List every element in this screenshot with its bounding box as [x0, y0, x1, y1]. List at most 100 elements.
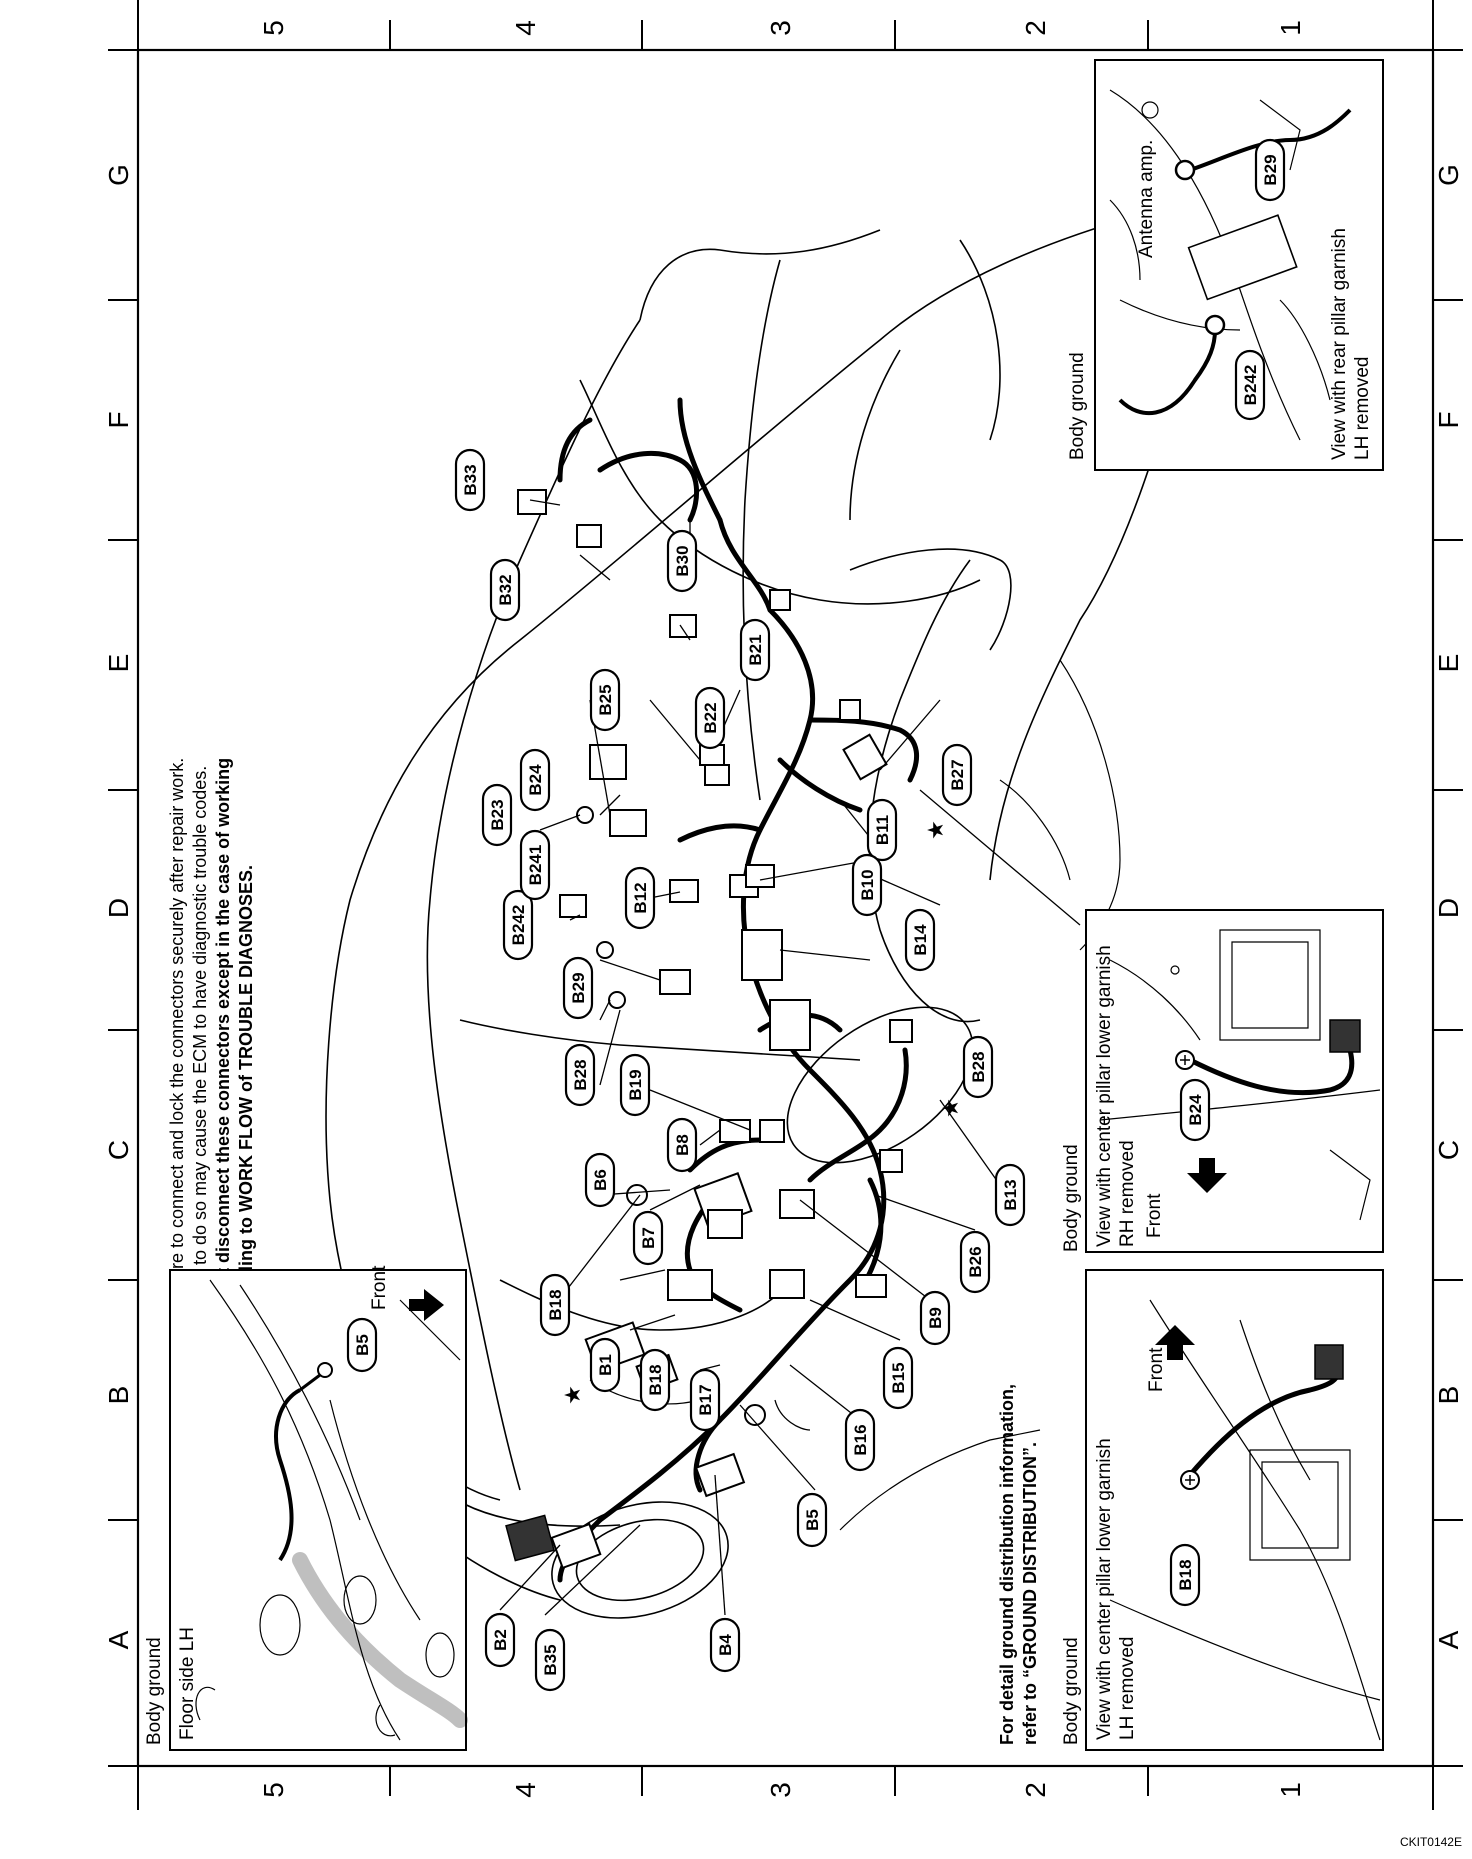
inset-rear-caption1: View with rear pillar garnish	[1329, 228, 1350, 460]
connector-b22: B22	[694, 686, 726, 750]
grid-number-3-top: 3	[765, 20, 796, 36]
connector-b28-label: B28	[969, 1051, 988, 1082]
connector-b25: B25	[589, 668, 621, 732]
connector-b22-label: B22	[701, 702, 720, 733]
connector-b23-label: B23	[488, 799, 507, 830]
connector-b11-label: B11	[873, 815, 892, 845]
inset-center-rh-title: Body ground	[1061, 1144, 1082, 1252]
caution-note-line4: according to WORK FLOW of TROUBLE DIAGNO…	[236, 865, 256, 1325]
grid-letter-b-right: B	[1433, 1386, 1464, 1405]
inset-floor-caption: Floor side LH	[177, 1627, 198, 1740]
inset-center-rh-b24-label: B24	[1186, 1094, 1205, 1126]
connector-b11: B11	[866, 798, 898, 862]
connector-b20-label: B19	[626, 1069, 645, 1100]
grid-number-3-bottom: 3	[765, 1782, 796, 1798]
connector-b10-label: B10	[858, 869, 877, 900]
connector-b27-label: B27	[948, 759, 967, 790]
inset-center-lh-caption1: View with center pillar lower garnish	[1094, 1438, 1115, 1740]
inset-floor-front-arrow-icon	[409, 1289, 444, 1321]
caution-note-line2: Failure to do so may cause the ECM to ha…	[190, 766, 210, 1325]
inset-center-lh-artwork	[1109, 1299, 1381, 1741]
connector-b9: B9	[919, 1290, 951, 1346]
inset-floor-title: Body ground	[144, 1637, 165, 1745]
connector-b14: B14	[904, 908, 936, 972]
inset-rear-b29: B29	[1254, 138, 1286, 202]
inset-center-rh-front-arrow-icon	[1187, 1158, 1227, 1193]
connector-b1-label: B1	[596, 1354, 615, 1376]
connector-b5: B5	[796, 1492, 828, 1548]
grid-letter-g-left: G	[103, 164, 134, 186]
connector-b10: B10	[851, 853, 883, 917]
connector-b19-label: B18	[646, 1364, 665, 1395]
connector-b7: B7	[632, 1210, 664, 1266]
connector-b7-label: B7	[639, 1227, 658, 1249]
grid-number-1-top: 1	[1275, 20, 1306, 36]
connector-b24-label: B24	[526, 764, 545, 796]
caution-note-line3: Do not disconnect these connectors excep…	[213, 758, 233, 1325]
wire-harness	[557, 397, 1041, 1583]
grid-letter-a-left: A	[103, 1630, 134, 1649]
grid-number-4-top: 4	[510, 20, 541, 36]
grid-number-5-bottom: 5	[258, 1782, 289, 1798]
connector-b4-label: B4	[716, 1634, 735, 1656]
connector-b15-label: B15	[889, 1362, 908, 1393]
connector-b35: B35	[534, 1628, 566, 1692]
connector-b33: B32	[489, 558, 521, 622]
connector-b13: B13	[994, 1163, 1026, 1227]
connector-b16-label: B16	[851, 1424, 870, 1455]
connector-b30-label: B29	[569, 972, 588, 1003]
connector-b16: B16	[844, 1408, 876, 1472]
connector-b26-label: B26	[966, 1246, 985, 1277]
connector-labels: B2 B35 B4 B5 B16 B15 B9 B26 B13 B17 B18 …	[454, 448, 1026, 1692]
connector-b17-label: B17	[696, 1384, 715, 1415]
grid-letter-g-right: G	[1433, 164, 1464, 186]
connector-b5-label: B5	[803, 1509, 822, 1531]
connector-b34: B33	[454, 448, 486, 512]
grid-letter-e-right: E	[1433, 654, 1464, 673]
connector-b32: B30	[666, 529, 698, 593]
grid-letter-f-left: F	[103, 411, 134, 428]
connector-b20: B19	[619, 1053, 651, 1117]
inset-center-lh-b18-label: B18	[1176, 1559, 1195, 1590]
connector-b2: B2	[484, 1612, 516, 1668]
connector-b29-label: B28	[571, 1059, 590, 1090]
inset-rear-pillar-lh: Body ground View with rear pillar garnis…	[1067, 59, 1384, 471]
connector-b30: B29	[562, 956, 594, 1020]
inset-center-rh-artwork	[1099, 929, 1381, 1221]
grid-letter-e-left: E	[103, 654, 134, 673]
inset-center-pillar-rh: Body ground View with center pillar lowe…	[1061, 909, 1384, 1253]
star-mark-b28: ★	[938, 1098, 963, 1118]
grid-number-4-bottom: 4	[510, 1782, 541, 1798]
connector-b24: B24	[519, 748, 551, 812]
connector-b26: B26	[959, 1230, 991, 1294]
connector-b241-label: B241	[526, 845, 545, 886]
figure-code: CKIT0142E	[1400, 1835, 1462, 1849]
inset-center-rh-caption1: View with center pillar lower garnish	[1094, 945, 1115, 1247]
inset-center-rh-b24: B24	[1179, 1078, 1211, 1142]
connector-b32-label: B30	[673, 545, 692, 576]
ground-ref-line2: refer to “GROUND DISTRIBUTION”.	[1020, 1442, 1040, 1745]
connector-b9-label: B9	[926, 1307, 945, 1329]
inset-rear-caption2: LH removed	[1352, 357, 1373, 461]
connector-b6-label: B6	[591, 1169, 610, 1191]
inset-rear-title: Body ground	[1067, 352, 1088, 460]
grid-frame	[108, 0, 1463, 1810]
connector-b25-label: B25	[596, 684, 615, 715]
inset-center-pillar-lh: Body ground View with center pillar lowe…	[1061, 1269, 1384, 1751]
connector-b4: B4	[709, 1617, 741, 1673]
grid-letter-d-left: D	[103, 898, 134, 918]
connector-b13-label: B13	[1001, 1179, 1020, 1210]
connector-b14-label: B14	[911, 924, 930, 956]
grid-number-2-bottom: 2	[1020, 1782, 1051, 1798]
grid-letter-a-right: A	[1433, 1630, 1464, 1649]
connector-b29: B28	[564, 1043, 596, 1107]
caution-note: ★ : Be sure to connect and lock the conn…	[167, 758, 256, 1345]
star-mark-b1: ★	[560, 1385, 585, 1405]
inset-floor-front-label: Front	[369, 1265, 390, 1310]
connector-b19: B18	[639, 1348, 671, 1412]
connector-b28: B28	[962, 1035, 994, 1099]
inset-center-lh-front-label: Front	[1146, 1347, 1167, 1392]
ground-ref-line1: For detail ground distribution informati…	[997, 1384, 1017, 1745]
